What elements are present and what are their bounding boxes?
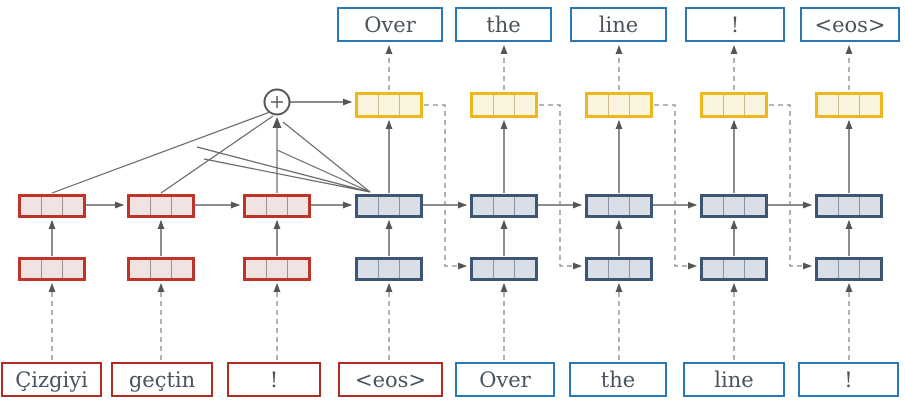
target-input-word-label: !: [844, 367, 853, 392]
output-word-box: !: [685, 7, 785, 42]
output-word-label: line: [598, 12, 639, 37]
output-feedback-dashed-paths: [424, 104, 812, 270]
target-input-word-label: the: [600, 367, 636, 392]
source-word-box: geçtin: [111, 362, 213, 397]
source-word-box: Çizgiyi: [1, 362, 102, 397]
source-word-label: geçtin: [128, 367, 196, 392]
encoder-embedding-cell: [127, 257, 195, 281]
target-input-word-label: Over: [479, 367, 531, 392]
decoder-embedding-cell: [815, 257, 883, 281]
source-word-label: !: [269, 367, 279, 392]
output-word-box: Over: [337, 7, 443, 42]
output-word-box: the: [455, 7, 552, 42]
output-word-box: <eos>: [800, 7, 900, 42]
source-word-label: <eos>: [354, 367, 427, 392]
embedding-to-hidden-arrows: [48, 220, 853, 256]
attention-to-word-dashed-arrows: [385, 45, 853, 90]
output-word-label: Over: [364, 12, 416, 37]
encoder-embedding-cell: [243, 257, 311, 281]
output-word-label: the: [486, 12, 521, 37]
decoder-hidden-cell: [470, 194, 538, 218]
decoder-hidden-cell: [700, 194, 768, 218]
target-input-word-label: line: [714, 367, 754, 392]
encoder-hidden-cell: [18, 194, 86, 218]
attention-vector-cell: [355, 92, 423, 118]
decoder-hidden-cell: [355, 194, 423, 218]
decoder-embedding-cell: [585, 257, 653, 281]
target-input-word-box: line: [683, 362, 785, 397]
encoder-hidden-cell: [127, 194, 195, 218]
output-word-label: <eos>: [814, 12, 886, 37]
output-word-label: !: [730, 12, 740, 37]
source-word-label: Çizgiyi: [15, 367, 88, 392]
target-input-word-box: Over: [455, 362, 555, 397]
decoder-embedding-cell: [470, 257, 538, 281]
decoder-hidden-cell: [815, 194, 883, 218]
source-word-box: !: [227, 362, 321, 397]
decoder-embedding-cell: [355, 257, 423, 281]
encoder-hidden-cell: [243, 194, 311, 218]
attention-fan-lines: [51, 111, 371, 194]
hidden-to-attention-arrows: [385, 120, 853, 193]
decoder-embedding-cell: [700, 257, 768, 281]
word-to-embedding-dashed-arrows: [48, 283, 853, 360]
attention-vector-cell: [585, 92, 653, 118]
target-input-word-box: the: [569, 362, 667, 397]
encoder-embedding-cell: [18, 257, 86, 281]
source-word-box: <eos>: [338, 362, 443, 397]
attention-vector-cell: [815, 92, 883, 118]
attention-vector-cell: [700, 92, 768, 118]
attention-vector-cell: [470, 92, 538, 118]
decoder-hidden-cell: [585, 194, 653, 218]
output-word-box: line: [570, 7, 667, 42]
attention-sum-icon: [263, 88, 291, 116]
target-input-word-box: !: [798, 362, 899, 397]
